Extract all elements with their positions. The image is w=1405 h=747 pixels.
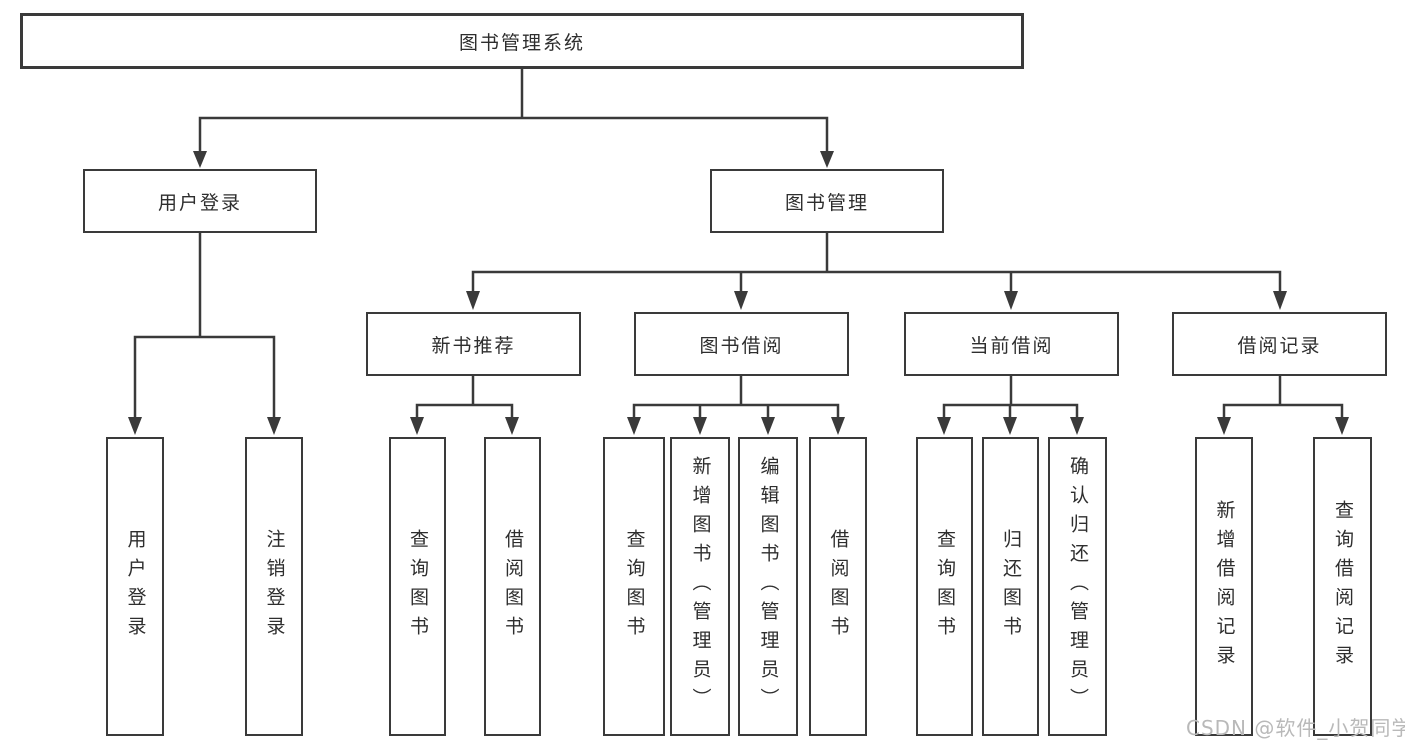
node-user-login: 用户登录 [83,169,317,233]
connector-borrowing-records-to-leaves [1217,374,1349,435]
leaf-borrowing-borrow-books: 借阅图书 [809,437,867,736]
node-book-management: 图书管理 [710,169,944,233]
node-borrowing-records: 借阅记录 [1172,312,1387,376]
leaf-newbook-query-books: 查询图书 [389,437,446,736]
leaf-borrowing-query-books: 查询图书 [603,437,665,736]
node-new-book-recommend: 新书推荐 [366,312,581,376]
connector-book-borrowing-to-leaves [627,374,845,435]
watermark-text: CSDN @软件_小贺同学 [1186,716,1405,740]
node-root: 图书管理系统 [20,13,1024,69]
leaf-records-query-record: 查询借阅记录 [1313,437,1372,736]
node-book-borrowing: 图书借阅 [634,312,849,376]
node-current-borrowing: 当前借阅 [904,312,1119,376]
connector-book-management-to-level3 [466,231,1287,310]
leaf-current-confirm-return-admin: 确认归还（管理员） [1048,437,1107,736]
connector-user-login-to-leaves [128,231,281,435]
connector-new-book-recommend-to-leaves [410,374,519,435]
leaf-borrowing-add-books-admin: 新增图书（管理员） [670,437,730,736]
connector-root-to-level2 [193,67,834,168]
leaf-borrowing-edit-books-admin: 编辑图书（管理员） [738,437,798,736]
leaf-user-login: 用户登录 [106,437,164,736]
leaf-current-query-books: 查询图书 [916,437,973,736]
leaf-logout: 注销登录 [245,437,303,736]
leaf-records-add-record: 新增借阅记录 [1195,437,1253,736]
leaf-current-return-books: 归还图书 [982,437,1039,736]
connector-current-borrowing-to-leaves [937,374,1084,435]
leaf-newbook-borrow-books: 借阅图书 [484,437,541,736]
